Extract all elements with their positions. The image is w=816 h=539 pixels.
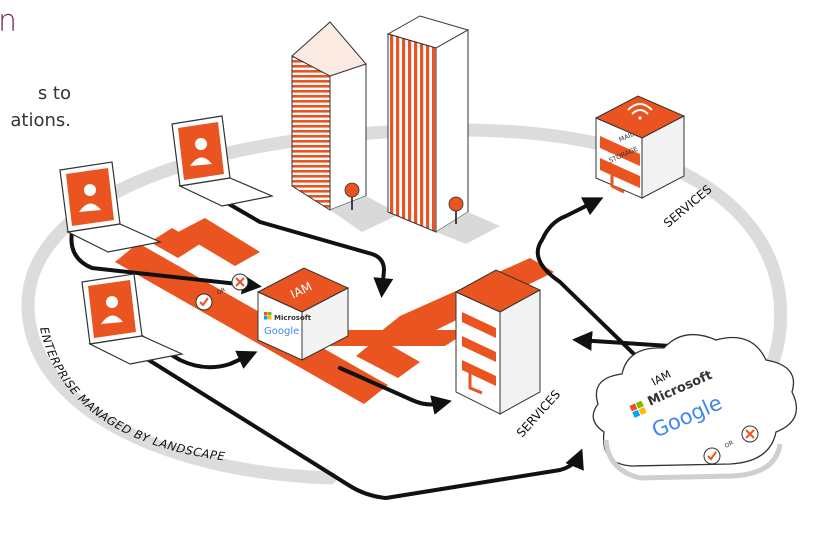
location-pin-icon	[344, 182, 360, 210]
approve-button-icon	[703, 447, 721, 465]
central-provider-microsoft: Microsoft	[274, 314, 312, 322]
windows-logo-icon	[629, 400, 647, 418]
central-provider-google: Google	[264, 326, 299, 337]
server-icon	[594, 95, 686, 199]
user-icon	[101, 296, 123, 324]
server-icon	[454, 269, 542, 415]
central-iam-box: IAM Microsoft Google	[256, 267, 350, 361]
intro-line-2: ations.	[10, 110, 71, 131]
intro-text: s to ations.	[0, 80, 71, 134]
reject-button-icon	[741, 425, 759, 443]
top-services-label: SERVICES	[661, 182, 715, 230]
building-icon	[291, 21, 400, 232]
user-icon	[79, 184, 101, 212]
building-icon	[386, 15, 500, 244]
windows-logo-icon	[264, 312, 272, 320]
choice-word: OR	[216, 286, 227, 296]
location-pin-icon	[448, 196, 464, 224]
intro-line-1: s to	[37, 83, 71, 104]
cloud-choice-word: OR	[724, 439, 735, 449]
wifi-icon	[627, 103, 653, 120]
cloud-choice-badge: OR	[703, 425, 759, 465]
approve-button-icon	[195, 293, 213, 311]
laptop-icon	[171, 115, 275, 207]
heading-fragment: n	[0, 4, 18, 39]
laptop-icon	[59, 161, 162, 253]
user-icon	[190, 138, 212, 166]
reject-button-icon	[231, 273, 249, 291]
laptop-icon	[81, 273, 184, 365]
choice-badge: OR	[195, 273, 249, 311]
